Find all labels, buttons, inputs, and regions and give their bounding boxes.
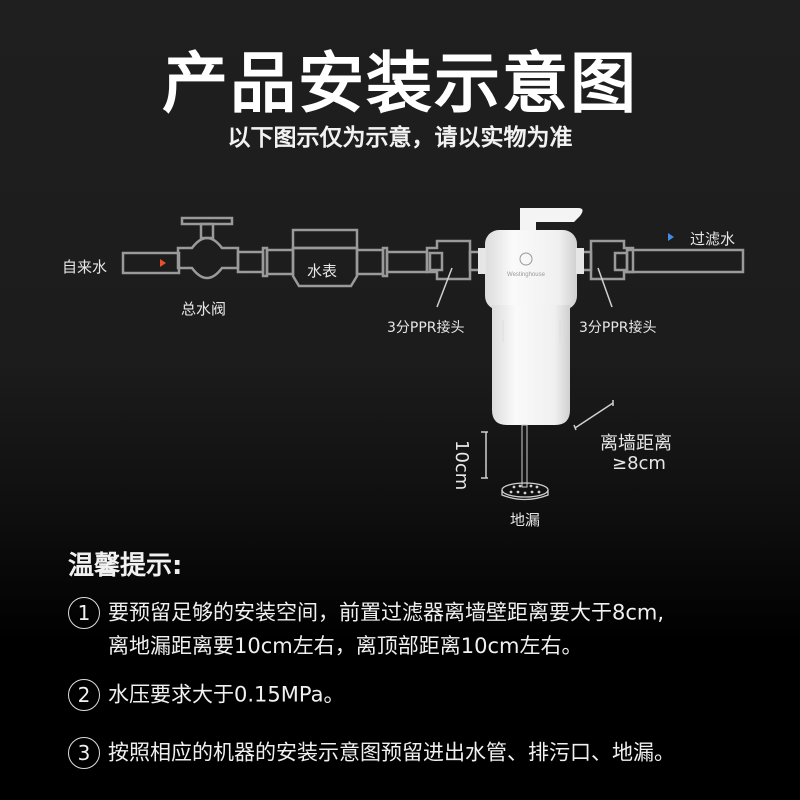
wall-distance-value: ≥8cm [612,453,666,474]
drain-distance-label: 10cm [451,440,472,491]
svg-text:Westinghouse: Westinghouse [507,272,546,278]
filter-unit: Westinghouse [478,208,584,488]
left-connector-label: 3分PPR接头 [387,320,465,336]
right-connector-label: 3分PPR接头 [579,320,657,336]
outlet-label: 过滤水 [690,230,736,248]
tips-title: 温馨提示: [68,551,183,581]
inlet-label: 自来水 [62,258,108,276]
floor-drain-label: 地漏 [510,511,541,529]
main-valve-label: 总水阀 [181,300,227,318]
number-2-icon: 2 [68,679,100,711]
page-title: 产品安装示意图 [162,45,638,122]
pipeline-drawing: Westinghouse [121,208,745,501]
page-subtitle: 以下图示仅为示意，请以实物为准 [227,125,573,151]
water-meter-label: 水表 [307,262,338,280]
number-1-icon: 1 [68,597,100,629]
number-3-icon: 3 [68,737,100,769]
installation-diagram: Westinghouse 自来水 总水阀 水表 3分PPR接头 3分PPR接头 … [0,190,800,540]
wall-distance-label: 离墙距离 [600,433,672,454]
